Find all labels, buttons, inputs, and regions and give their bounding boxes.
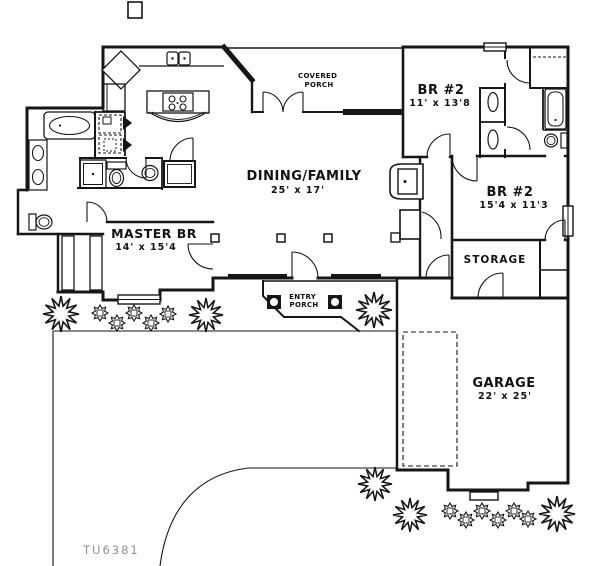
garden-tub <box>43 111 96 140</box>
chimney <box>127 1 143 19</box>
label-br2-right: BR #2 <box>487 185 534 200</box>
porch-column-marker <box>210 233 220 243</box>
room-labels: DINING/FAMILY 25' x 17' MASTER BR 14' x … <box>82 72 548 557</box>
family-room-fixtures <box>210 163 424 243</box>
master-window <box>117 294 161 305</box>
bush <box>42 295 80 333</box>
refrigerator <box>102 83 126 112</box>
closet-oval-bottom <box>487 129 499 150</box>
landscape <box>52 330 397 566</box>
porch-column-marker <box>276 233 286 243</box>
label-br2-top-dims: 11' x 13'8 <box>409 98 471 109</box>
bush <box>538 495 576 533</box>
bathtub-2 <box>544 88 567 130</box>
label-master: MASTER BR <box>111 226 197 241</box>
interior-walls <box>77 46 570 300</box>
shrub <box>91 304 109 322</box>
linen-door <box>421 211 442 240</box>
label-dining-family-dims: 25' x 17' <box>271 185 325 196</box>
garage-stoop <box>469 491 499 501</box>
master-suite-door <box>86 201 108 223</box>
bush <box>188 297 224 333</box>
closet-oval-top <box>487 91 499 113</box>
label-br2-right-dims: 15'4 x 11'3 <box>479 200 548 211</box>
bush <box>392 497 428 533</box>
front-window-right <box>331 274 381 279</box>
shrub <box>505 502 523 520</box>
driveway-curve <box>159 467 249 566</box>
toilet-powder <box>106 161 127 188</box>
master-bath-fixtures <box>28 111 196 291</box>
label-master-dims: 14' x 15'4 <box>115 242 177 253</box>
breakfast-bar <box>148 111 208 122</box>
label-dining-family: DINING/FAMILY <box>246 169 361 184</box>
corner-cabinet <box>101 50 141 90</box>
coat-closet <box>163 160 196 188</box>
linen-closet <box>390 209 421 243</box>
shrub <box>159 305 177 323</box>
br2-right-door <box>451 155 478 182</box>
tr-closet-door <box>506 59 531 84</box>
shrub <box>489 511 507 529</box>
windows <box>117 42 574 305</box>
master-door <box>187 243 214 270</box>
shrub <box>457 511 475 529</box>
toilet-2 <box>543 132 568 149</box>
hall-south-door <box>425 254 450 279</box>
porch-column-marker <box>323 233 333 243</box>
washer-dryer <box>98 114 132 154</box>
porch-window-bar <box>343 109 403 115</box>
garage-details <box>402 331 499 501</box>
porch-column <box>267 295 281 309</box>
powder-door <box>125 157 147 179</box>
porch-slant-wall <box>220 43 256 84</box>
tr-bath-door <box>506 126 531 151</box>
shrub <box>125 304 143 322</box>
cooktop-island <box>146 90 210 114</box>
bath2-fixtures <box>487 56 568 150</box>
garage-front-wall <box>395 468 570 492</box>
bush <box>355 291 393 329</box>
front-window-left <box>228 274 287 279</box>
label-storage: STORAGE <box>464 254 527 266</box>
shrub <box>142 314 160 332</box>
door-swings <box>86 59 566 299</box>
hall-door <box>169 137 194 162</box>
label-br2-top: BR #2 <box>418 83 465 98</box>
label-covered-porch: COVERED PORCH <box>298 72 340 89</box>
shrub <box>473 502 491 520</box>
plan-number: TU6381 <box>82 543 140 557</box>
front-door <box>291 251 319 279</box>
kitchen-sink <box>166 51 191 66</box>
shrub <box>108 314 126 332</box>
kitchen-fixtures <box>98 50 224 154</box>
bush <box>357 466 393 502</box>
shrub <box>519 510 537 528</box>
storage-door <box>477 272 504 299</box>
exterior-walls <box>16 1 570 492</box>
toilet-master <box>28 213 53 231</box>
shower <box>79 159 107 189</box>
entry-porch <box>262 280 398 333</box>
bedroom-top-window <box>483 42 507 52</box>
br2-closet-door <box>544 219 566 241</box>
double-vanity <box>28 139 48 191</box>
master-closet-doors <box>61 235 103 291</box>
label-entry-porch: ENTRY PORCH <box>289 293 319 309</box>
shrub <box>441 502 459 520</box>
powder-sink <box>141 164 159 182</box>
fireplace <box>389 163 424 200</box>
bedroom-right-window <box>562 205 574 237</box>
garage-dashed-area <box>402 331 458 467</box>
porch-double-doors <box>262 91 304 113</box>
porch-column <box>328 295 342 309</box>
label-garage: GARAGE <box>472 376 535 391</box>
label-garage-dims: 22' x 25' <box>478 391 532 402</box>
br2-top-door <box>426 133 451 158</box>
